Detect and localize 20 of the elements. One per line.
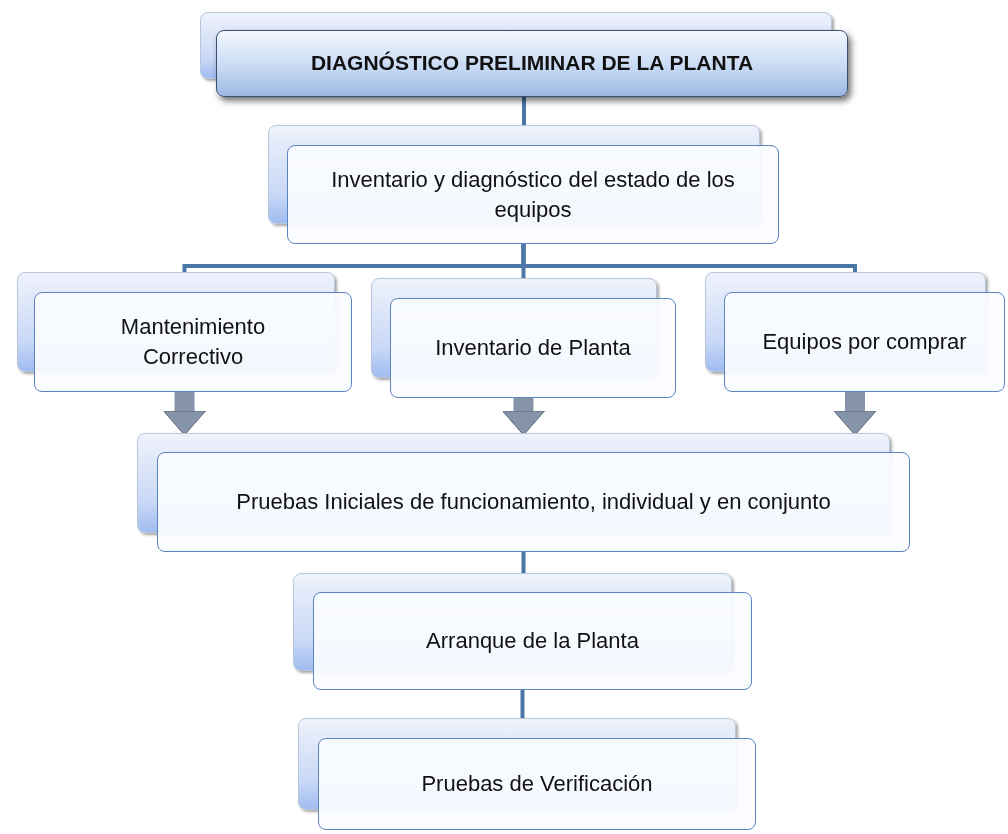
connector-line [521,244,857,272]
connector-line [520,690,525,718]
connector-line [522,97,526,125]
stacked-box [705,272,1005,392]
stacked-box [137,433,910,552]
box-label: DIAGNÓSTICO PRELIMINAR DE LA PLANTA [310,50,754,77]
stacked-box [200,12,848,97]
box-label: Pruebas de Verificación [421,770,653,799]
stacked-box [371,278,676,398]
stacked-box [268,125,779,244]
box-label: Equipos por comprar [762,328,967,357]
box-label: Mantenimiento Correctivo [119,313,267,371]
box-label: Arranque de la Planta [426,627,639,656]
stacked-box [293,573,752,690]
connector-line [521,552,526,573]
box-label: Inventario de Planta [435,334,631,363]
box-label: Pruebas Iniciales de funcionamiento, individual y en conjunto [236,488,831,517]
stacked-box [298,718,756,830]
box-label: Inventario y diagnóstico del estado de los equipos [330,165,736,224]
stacked-box [17,272,352,392]
